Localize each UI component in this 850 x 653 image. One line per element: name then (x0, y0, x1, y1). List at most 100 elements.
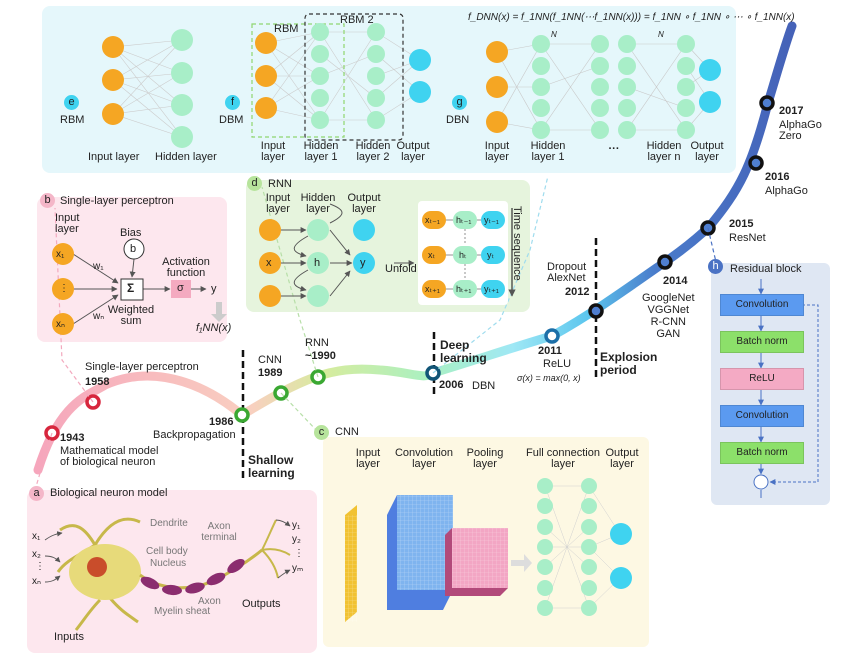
year-1986: 1986 (209, 416, 234, 428)
neuron-y2: y₂ (292, 534, 301, 545)
rbm2-frame-label: RBM 2 (340, 14, 374, 26)
residual-relu: ReLU (720, 368, 804, 390)
neuron-ym: yₘ (292, 563, 304, 574)
dbm-output-nodes (409, 49, 431, 103)
sigma-box (171, 280, 191, 298)
myelin-segments (140, 558, 245, 596)
dbn-input-label: Input layer (484, 140, 510, 163)
year-2016: 2016 (765, 171, 790, 183)
myelin-label: Myelin sheat (154, 606, 211, 617)
rnn-y: y (360, 257, 366, 269)
f1nn-label: f₁NN(x) (196, 322, 232, 334)
badge-h: h (708, 259, 723, 274)
residual-conv2: Convolution (720, 405, 804, 427)
era-deep: Deep learning (440, 338, 487, 365)
node-2012 (588, 303, 604, 319)
neuron-dots-out: ⋮ (294, 548, 304, 559)
dbn-hidden-nodes (532, 35, 695, 139)
perceptron-title: Single-layer perceptron (60, 195, 174, 207)
outputs-label: Outputs (242, 598, 281, 610)
era-shallow: Shallow learning (248, 453, 295, 480)
era-explosion: Explosion period (600, 350, 658, 377)
weight-w1: w₁ (93, 261, 104, 272)
rbm-input-nodes (102, 36, 124, 125)
residual-bn2: Batch norm (720, 442, 804, 464)
unfold-ht1: hₜ₊₁ (456, 284, 472, 294)
node-2014 (657, 254, 673, 270)
panel-rbm-dbm-dbn (42, 6, 736, 173)
weighted-sum-label: Weighted sum (107, 304, 155, 327)
rbm-input-label: Input layer (88, 151, 140, 163)
rnn-input-label: Input layer (265, 192, 291, 215)
sigma-symbol: σ (177, 282, 184, 294)
rbm-frame-label: RBM (274, 23, 299, 35)
perceptron-xn: xₙ (56, 319, 65, 330)
badge-f: f (225, 95, 240, 110)
residual-add-node (753, 474, 769, 490)
badge-g: g (452, 95, 467, 110)
dbn-hidden1-label: Hidden layer 1 (530, 140, 566, 163)
unfold-yt1: yₜ₊₁ (484, 284, 499, 294)
bias-node (123, 238, 145, 260)
dnn-formula: f_DNN(x) = f_1NN(f_1NN(⋯f_1NN(x))) = f_1… (468, 12, 795, 23)
node-1986 (234, 407, 250, 423)
year-2017: 2017 (779, 105, 804, 117)
cnn-pool-label: Pooling layer (466, 447, 504, 470)
rnn-output-label: Output layer (347, 192, 381, 215)
axon-label: Axon (198, 596, 221, 607)
year-2011: 2011 (538, 345, 562, 357)
perceptron-dots: ⋮ (59, 283, 69, 294)
perceptron-x1: x₁ (56, 249, 65, 260)
rbm-hidden-nodes (171, 29, 193, 148)
badge-e: e (64, 95, 79, 110)
rnn-hidden-nodes (307, 219, 329, 307)
perceptron-input-nodes (52, 243, 74, 335)
dbm-output-label: Output layer (396, 140, 430, 163)
dbm-hidden2-label: Hidden layer 2 (355, 140, 391, 163)
sum-symbol: Σ (127, 281, 135, 295)
callout-h (707, 227, 717, 263)
rbm-frame (251, 23, 345, 138)
dbm-hidden1-label: Hidden layer 1 (303, 140, 339, 163)
bias-node-label: b (130, 243, 137, 255)
unfold-xt: xₜ (428, 250, 436, 260)
cnn-fc-label: Full connection layer (526, 447, 600, 470)
dbn-output-label: Output layer (690, 140, 724, 163)
text-1989: CNN (258, 354, 282, 366)
cnn-conv-grid (397, 495, 453, 590)
residual-conv1: Convolution (720, 294, 804, 316)
year-2015: 2015 (729, 218, 754, 230)
neuron-x2: x₂ (32, 549, 41, 560)
dbm-hidden-nodes (311, 23, 385, 129)
activation-label: Activation function (162, 256, 210, 279)
neuron-title: Biological neuron model (50, 487, 168, 499)
dbn-hiddenn-label: Hidden layer n (646, 140, 682, 163)
output-arrow (211, 302, 227, 322)
residual-bn1: Batch norm (720, 331, 804, 353)
cnn-conv-label: Convolution layer (394, 447, 454, 470)
cnn-output-nodes (610, 523, 632, 589)
dbm-input-label: Input layer (260, 140, 286, 163)
callout-a (34, 432, 53, 491)
node-2017 (759, 95, 775, 111)
rnn-output-nodes (353, 219, 375, 274)
perceptron-output-y: y (211, 283, 217, 295)
dbn-input-nodes (486, 41, 508, 133)
cnn-flow-arrow (511, 554, 532, 572)
neuron-drawing (56, 517, 291, 631)
dbn-title: DBN (446, 114, 470, 126)
unfold-ht: hₜ (459, 250, 467, 260)
rnn-h: h (314, 257, 321, 269)
unfold-links (446, 219, 481, 290)
badge-c: c (314, 425, 329, 440)
unfold-ht-1: hₜ₋₁ (456, 215, 472, 225)
rnn-title: RNN (268, 178, 292, 190)
text-2016: AlphaGo (765, 185, 808, 197)
year-1958: 1958 (85, 376, 110, 388)
axon-terminal-label: Axon terminal (201, 521, 237, 543)
cnn-input-label: Input layer (355, 447, 381, 470)
bias-label: Bias (120, 227, 142, 239)
n-label-right: N (658, 30, 664, 39)
unfold-xt1: xₜ₊₁ (425, 284, 440, 294)
